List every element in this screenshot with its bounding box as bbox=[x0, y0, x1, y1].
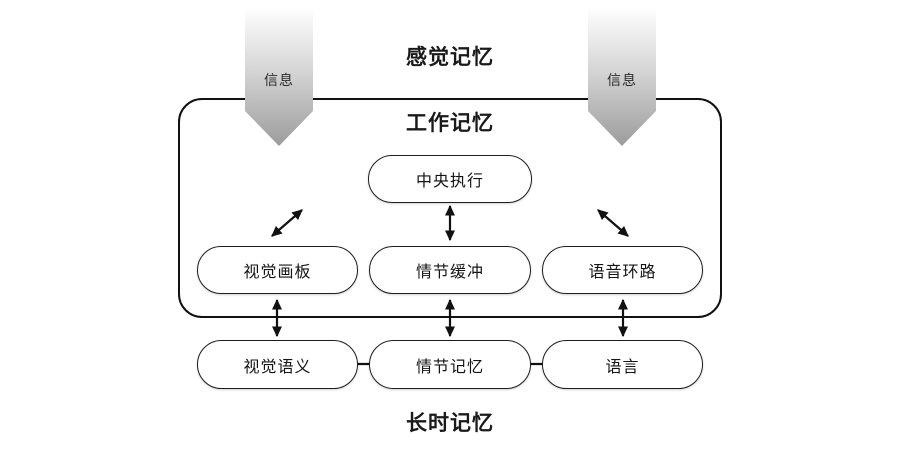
long-term-memory-title: 长时记忆 bbox=[406, 412, 494, 435]
node-language-label: 语言 bbox=[605, 358, 640, 376]
information-input-arrow-right: 信息 bbox=[588, 7, 656, 146]
node-visuospatial-sketchpad[interactable]: 视觉画板 bbox=[197, 246, 358, 294]
working-memory-title: 工作记忆 bbox=[406, 112, 494, 135]
node-episodic-memory[interactable]: 情节记忆 bbox=[369, 340, 531, 389]
information-input-arrow-left: 信息 bbox=[245, 7, 313, 146]
down-arrow-icon bbox=[245, 7, 313, 146]
node-episodic-memory-label: 情节记忆 bbox=[415, 358, 484, 376]
node-episodic-buffer[interactable]: 情节缓冲 bbox=[369, 246, 531, 294]
node-visual-semantics[interactable]: 视觉语义 bbox=[197, 340, 358, 389]
node-episodic-buffer-label: 情节缓冲 bbox=[415, 264, 484, 281]
sensory-memory-title: 感觉记忆 bbox=[406, 46, 494, 69]
down-arrow-icon bbox=[588, 7, 656, 146]
node-central-executive-label: 中央执行 bbox=[415, 173, 484, 190]
node-central-executive[interactable]: 中央执行 bbox=[368, 155, 532, 203]
node-phonological-loop[interactable]: 语音环路 bbox=[542, 246, 703, 294]
node-visuospatial-sketchpad-label: 视觉画板 bbox=[243, 264, 312, 281]
node-language[interactable]: 语言 bbox=[542, 340, 703, 389]
node-visual-semantics-label: 视觉语义 bbox=[243, 358, 312, 376]
node-phonological-loop-label: 语音环路 bbox=[588, 264, 657, 281]
